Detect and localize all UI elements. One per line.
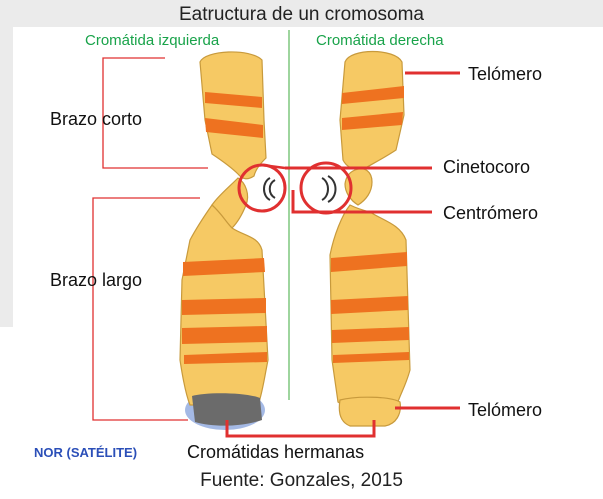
- kinetochore-mark: [327, 175, 337, 203]
- telomero-bottom-label: Telómero: [468, 400, 543, 420]
- band: [205, 118, 263, 138]
- band: [331, 252, 407, 272]
- title-bar: [0, 0, 603, 27]
- band: [182, 326, 267, 344]
- cinetocoro-label: Cinetocoro: [443, 157, 531, 177]
- band: [342, 112, 403, 130]
- kinetochore-mark: [263, 177, 271, 201]
- side-panel: [0, 27, 13, 327]
- left-short-arm: [199, 51, 267, 180]
- nor-satelite-label: NOR (SATÉLITE): [34, 445, 138, 460]
- centromero-label: Centrómero: [443, 203, 539, 223]
- band: [342, 86, 404, 104]
- cinetocoro-pointer-left: [261, 163, 286, 170]
- source-footer: Fuente: Gonzales, 2015: [200, 470, 403, 491]
- centromero-pointer: [291, 190, 432, 214]
- band: [184, 352, 267, 364]
- left-chromatid: [179, 51, 276, 426]
- band: [333, 352, 409, 363]
- band: [332, 327, 409, 343]
- right-chromatid-header: Cromátida derecha: [316, 32, 444, 49]
- band: [183, 258, 265, 276]
- brazo-largo-bracket: [92, 197, 188, 421]
- right-short-arm: [339, 51, 405, 171]
- diagram-title: Eatructura de un cromosoma: [178, 4, 424, 25]
- kinetochore-mark: [268, 179, 276, 199]
- brazo-corto-bracket: [102, 57, 208, 169]
- left-satellite: [192, 393, 262, 426]
- right-terminal-cap: [338, 396, 401, 427]
- right-centromere: [344, 168, 373, 206]
- cromatidas-hermanas-bracket: [225, 420, 376, 438]
- telomero-top-label: Telómero: [468, 64, 543, 84]
- band: [331, 296, 408, 314]
- brazo-largo-label: Brazo largo: [50, 270, 143, 290]
- band: [182, 298, 266, 315]
- right-chromatid: [321, 51, 411, 427]
- left-chromatid-header: Cromátida izquierda: [85, 32, 220, 49]
- cromatidas-hermanas-label: Cromátidas hermanas: [187, 442, 365, 462]
- brazo-corto-label: Brazo corto: [50, 109, 143, 129]
- kinetochore-mark: [321, 177, 329, 201]
- right-kinetochore-circle: [299, 161, 353, 215]
- band: [205, 92, 262, 108]
